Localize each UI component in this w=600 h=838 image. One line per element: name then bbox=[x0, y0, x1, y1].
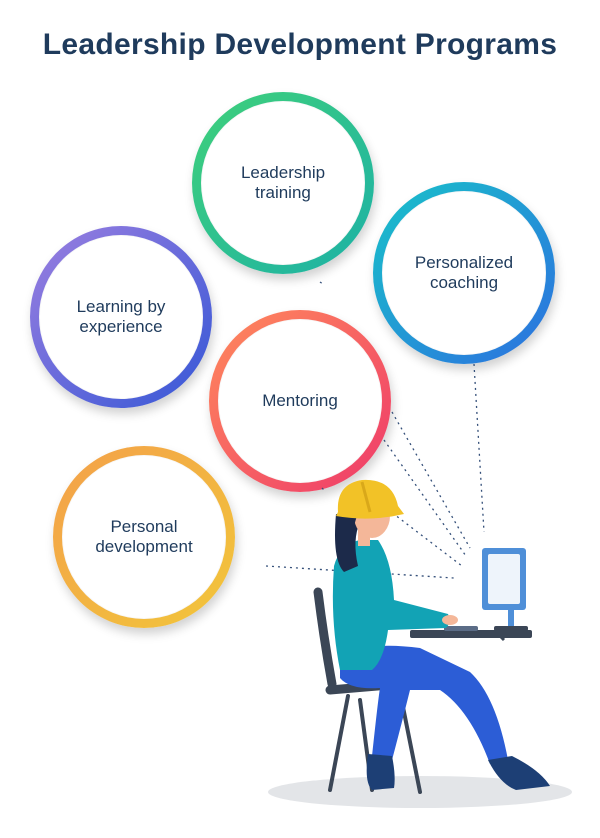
circle-label-learning-by-experience: Learning by experience bbox=[76, 297, 166, 336]
chair bbox=[313, 587, 429, 794]
person-head bbox=[335, 494, 390, 572]
connector-coaching bbox=[473, 363, 485, 533]
connector-mentoring-2 bbox=[383, 439, 467, 557]
person-torso bbox=[332, 540, 450, 670]
connector-personal-development bbox=[265, 565, 455, 579]
floor-shadow bbox=[268, 776, 572, 808]
desk bbox=[410, 630, 532, 642]
circle-label-mentoring: Mentoring bbox=[262, 391, 338, 410]
circle-leadership-training: Leadership training bbox=[192, 92, 374, 274]
person-hand bbox=[442, 615, 458, 625]
circle-mentoring: Mentoring bbox=[209, 310, 391, 492]
circle-label-personalized-coaching: Personalized coaching bbox=[414, 253, 514, 292]
page-title: Leadership Development Programs bbox=[42, 28, 558, 61]
monitor bbox=[482, 548, 528, 631]
keyboard bbox=[444, 626, 478, 631]
connector-training bbox=[319, 281, 324, 285]
hard-hat bbox=[336, 479, 404, 519]
circle-label-leadership-training: Leadership training bbox=[240, 163, 326, 202]
circle-label-personal-development: Personal development bbox=[95, 517, 193, 556]
circle-personalized-coaching: Personalized coaching bbox=[373, 182, 555, 364]
connector-mentoring-3 bbox=[377, 501, 463, 567]
connector-mentoring-1 bbox=[391, 411, 471, 549]
person-legs bbox=[340, 645, 550, 790]
circle-personal-development: Personal development bbox=[53, 446, 235, 628]
circle-learning-by-experience: Learning by experience bbox=[30, 226, 212, 408]
